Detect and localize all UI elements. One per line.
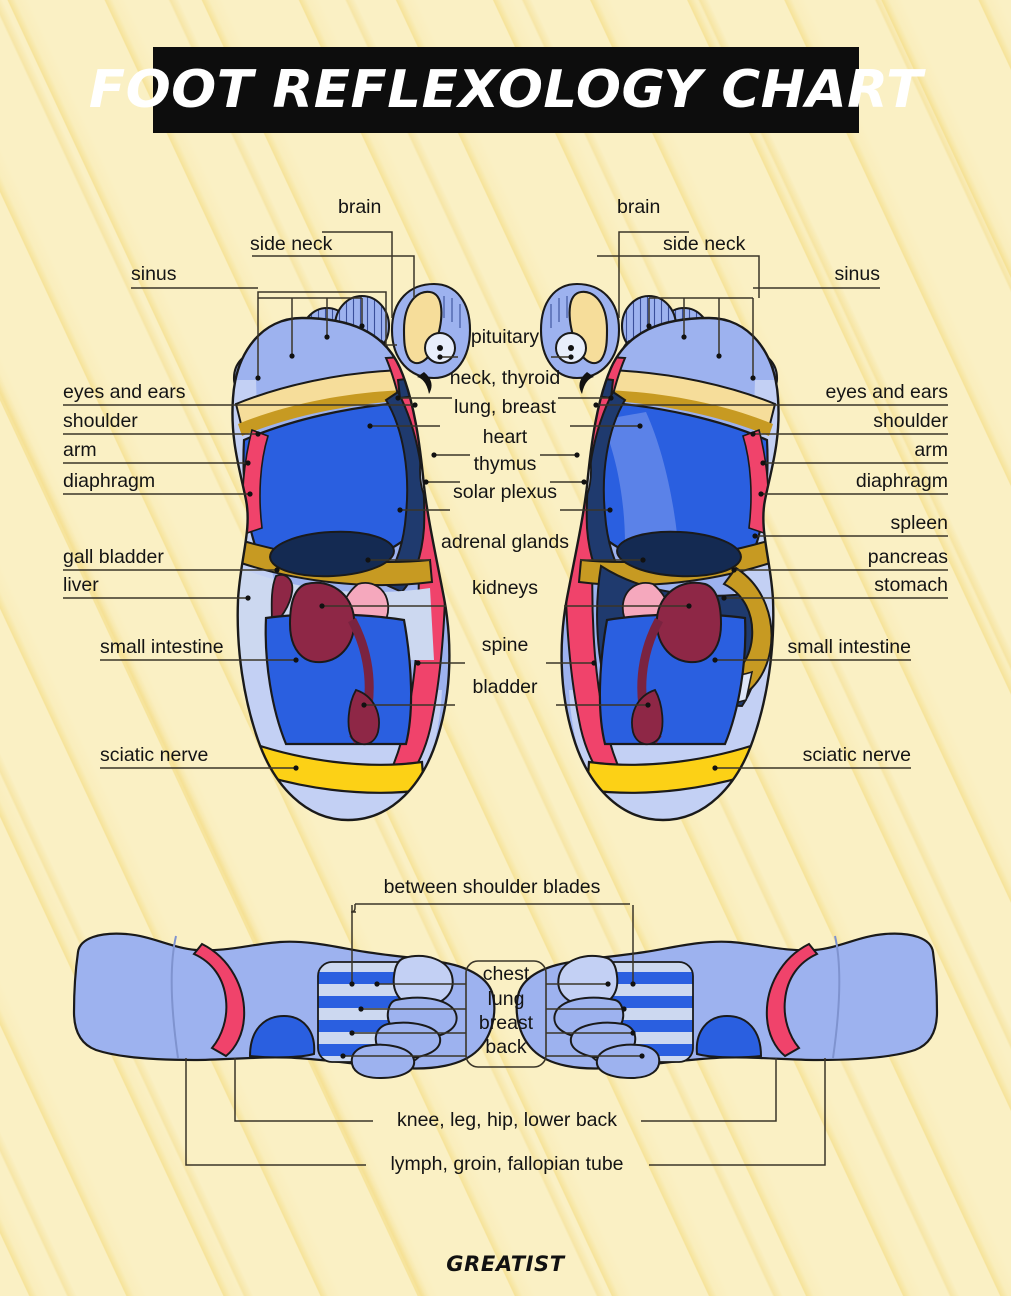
label-between-shoulder-blades: between shoulder blades: [383, 876, 601, 898]
label-solar-plexus: solar plexus: [452, 481, 558, 503]
label-brain-left: brain: [338, 196, 382, 218]
left-leader-lines: [63, 402, 418, 771]
title-bar: FOOT REFLEXOLOGY CHART: [89, 47, 922, 133]
label-lung: lung: [487, 988, 525, 1010]
label-diaphragm-left: diaphragm: [63, 470, 156, 492]
label-pituitary: pituitary: [470, 326, 540, 348]
label-small-intestine-left: small intestine: [100, 636, 224, 658]
label-adrenal-glands: adrenal glands: [441, 531, 569, 553]
label-knee-leg-hip-lower-back: knee, leg, hip, lower back: [396, 1109, 618, 1131]
label-side-neck-left: side neck: [250, 233, 333, 255]
profile-callout-box: [465, 960, 547, 1068]
label-diaphragm-right: diaphragm: [855, 470, 948, 492]
right-leader-lines: [593, 402, 948, 771]
right-foot-profile: [515, 932, 939, 1080]
label-eyes-and-ears-left: eyes and ears: [63, 381, 186, 403]
label-lymph-groin-fallopian-tube: lymph, groin, fallopian tube: [390, 1153, 624, 1175]
center-leader-lines: [319, 354, 692, 708]
profile-top-bracket: [350, 903, 634, 984]
label-kidneys: kidneys: [471, 577, 539, 599]
label-eyes-and-ears-right: eyes and ears: [825, 381, 949, 403]
label-lung-breast: lung, breast: [454, 396, 556, 418]
label-neck-thyroid: neck, thyroid: [449, 367, 561, 389]
label-brain-right: brain: [617, 196, 661, 218]
page-title: FOOT REFLEXOLOGY CHART: [89, 60, 923, 120]
label-bladder: bladder: [472, 676, 538, 698]
label-back: back: [485, 1036, 527, 1058]
foot-profile-diagrams: [72, 903, 939, 1166]
brand-logo: GREATIST: [446, 1252, 565, 1276]
label-sinus-right: sinus: [834, 263, 880, 285]
profile-callout-lines: [343, 983, 642, 1057]
label-breast: breast: [478, 1012, 534, 1034]
label-sciatic-nerve-right: sciatic nerve: [802, 744, 911, 766]
label-small-intestine-right: small intestine: [787, 636, 911, 658]
label-spleen: spleen: [890, 512, 948, 534]
top-leader-lines: [131, 231, 415, 381]
label-gall-bladder: gall bladder: [63, 546, 164, 568]
label-arm-left: arm: [63, 439, 97, 461]
top-leader-lines-right: [597, 231, 880, 381]
label-pancreas: pancreas: [867, 546, 948, 568]
profile-bottom-lines: [185, 1058, 826, 1166]
label-arm-right: arm: [914, 439, 948, 461]
left-foot-profile: [72, 932, 496, 1080]
label-sinus-left: sinus: [131, 263, 177, 285]
label-shoulder-left: shoulder: [63, 410, 138, 432]
label-heart: heart: [482, 426, 528, 448]
label-shoulder-right: shoulder: [873, 410, 948, 432]
label-liver: liver: [63, 574, 99, 596]
label-side-neck-right: side neck: [663, 233, 746, 255]
label-sciatic-nerve-left: sciatic nerve: [100, 744, 209, 766]
label-stomach: stomach: [874, 574, 948, 596]
label-thymus: thymus: [473, 453, 537, 475]
label-chest: chest: [482, 963, 530, 985]
label-spine: spine: [481, 634, 529, 656]
